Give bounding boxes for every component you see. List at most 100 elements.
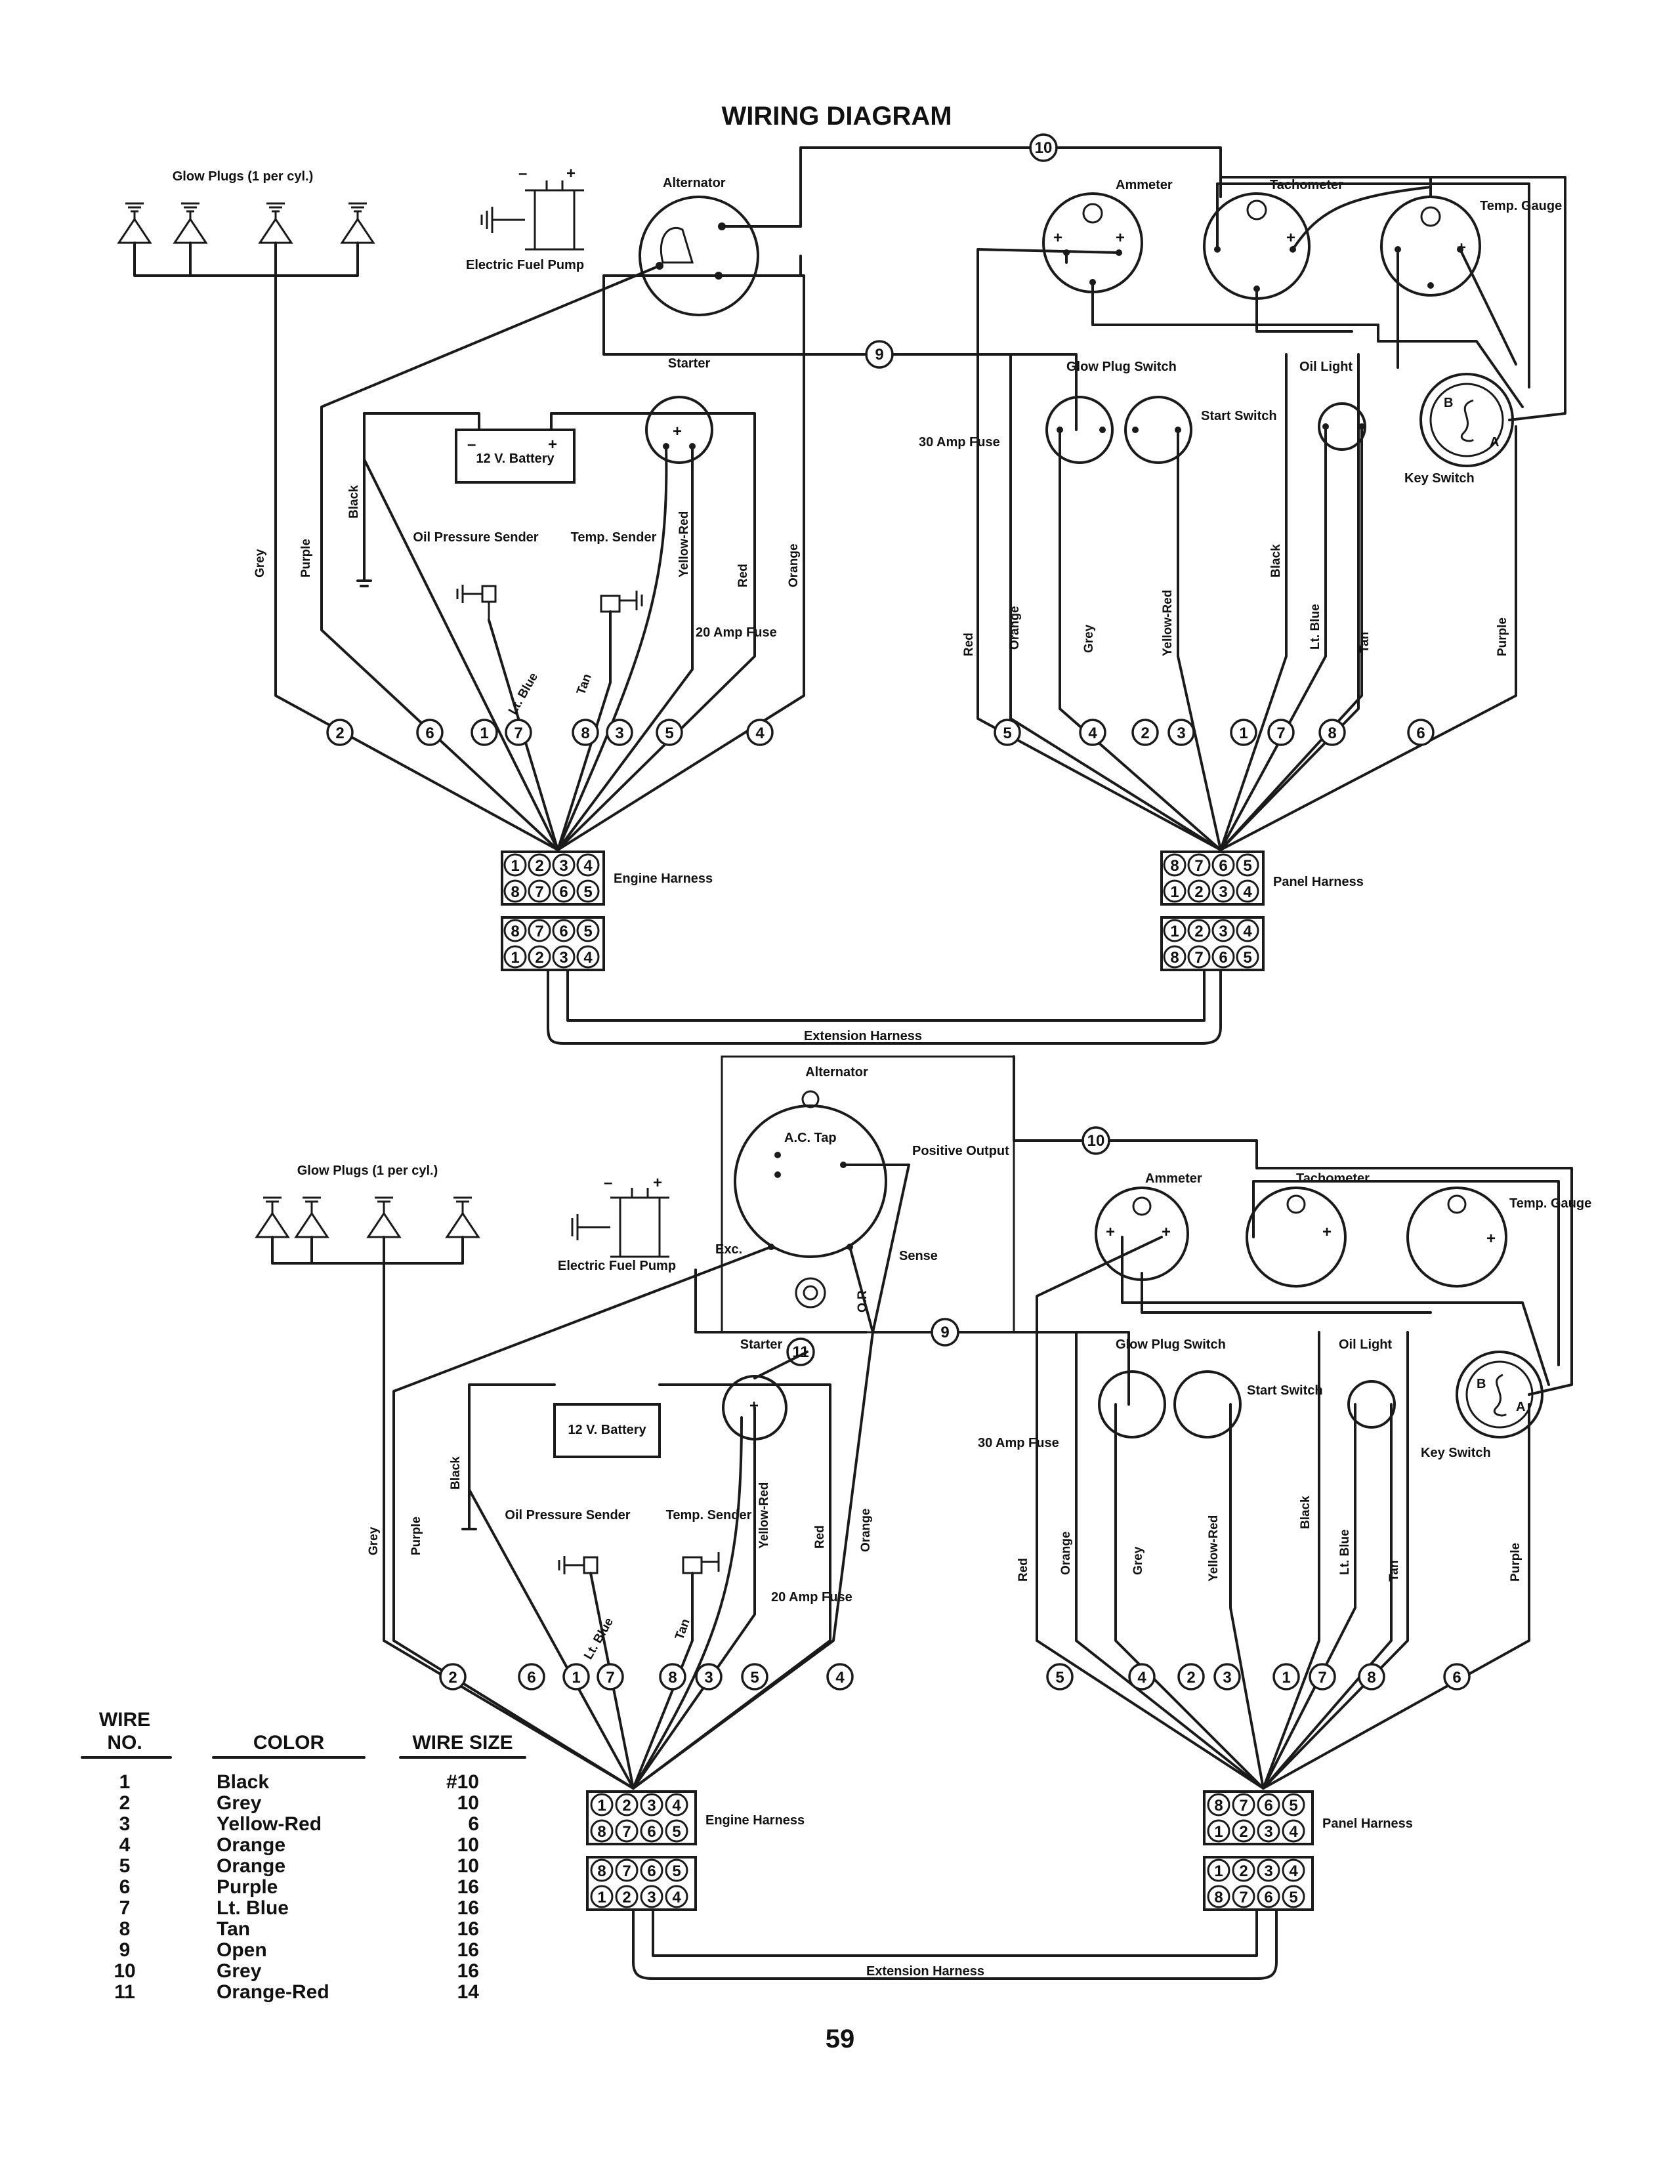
svg-text:3: 3: [1264, 1862, 1272, 1880]
svg-text:2: 2: [1186, 1669, 1195, 1687]
svg-text:6: 6: [527, 1669, 536, 1687]
start-switch-icon: [1124, 396, 1192, 464]
svg-text:Purple: Purple: [1496, 618, 1509, 656]
svg-text:5: 5: [750, 1669, 759, 1687]
engine-harness-connector: 1 2 3 4 8 7 6 5 Engine Harness: [501, 850, 713, 906]
svg-text:2: 2: [1194, 923, 1203, 940]
svg-text:1: 1: [572, 1669, 580, 1687]
svg-text:+: +: [749, 1397, 759, 1415]
svg-text:+: +: [1322, 1223, 1332, 1241]
temp-gauge-label-bottom: Temp. Gauge: [1509, 1196, 1591, 1211]
svg-text:5: 5: [672, 1862, 681, 1880]
svg-text:B: B: [1477, 1377, 1486, 1391]
svg-text:Black: Black: [347, 485, 361, 518]
oil-light-label-bottom: Oil Light: [1339, 1337, 1392, 1352]
svg-text:6: 6: [1264, 1797, 1272, 1815]
svg-text:5: 5: [1289, 1889, 1297, 1906]
svg-text:6: 6: [647, 1862, 656, 1880]
panel-wire-labels-bottom: Red Orange Grey Yellow-Red Black Lt. Blu…: [1017, 1496, 1522, 1582]
legend-wire-size: #10: [446, 1771, 479, 1793]
svg-text:+: +: [1053, 229, 1062, 247]
panel-harness-connector: 8 7 6 5 1 2 3 4 Panel Harness: [1160, 850, 1364, 906]
svg-text:1: 1: [480, 724, 488, 742]
key-switch-label: Key Switch: [1404, 471, 1475, 486]
svg-text:6: 6: [559, 923, 568, 940]
extension-harness-label-bottom: Extension Harness: [866, 1964, 984, 1979]
svg-text:2: 2: [335, 724, 344, 742]
legend-wire-color: Yellow-Red: [217, 1813, 322, 1835]
alternator-icon: [639, 196, 759, 316]
legend-wire-size: 14: [457, 1981, 480, 2003]
svg-text:Red: Red: [1017, 1558, 1030, 1582]
svg-text:2: 2: [622, 1797, 631, 1815]
legend-wire-no: 8: [119, 1918, 131, 1940]
glow-plug-icon: [340, 202, 375, 244]
svg-text:5: 5: [1243, 949, 1251, 967]
svg-text:+: +: [673, 423, 682, 440]
legend-wire-color: Orange-Red: [217, 1981, 329, 2003]
page-number: 59: [826, 2025, 855, 2053]
svg-text:8: 8: [1328, 724, 1336, 742]
svg-text:4: 4: [672, 1797, 681, 1815]
starter-label-bottom: Starter: [740, 1337, 783, 1352]
svg-text:6: 6: [1219, 857, 1227, 875]
panel-harness-mate-bottom: 1 2 3 4 8 7 6 5: [1203, 1856, 1314, 1911]
engine-wire-labels: Grey Purple Black Lt. Blue Tan Yellow-Re…: [253, 485, 801, 717]
svg-text:+: +: [1116, 229, 1125, 247]
svg-text:1: 1: [597, 1889, 606, 1906]
glow-switch-label-bottom: Glow Plug Switch: [1116, 1337, 1226, 1352]
svg-text:2: 2: [1194, 883, 1203, 901]
engine-node-row: 2 6 1 7 8 3 5 4: [326, 719, 774, 746]
svg-text:8: 8: [597, 1862, 606, 1880]
svg-text:7: 7: [1239, 1797, 1248, 1815]
page-title: WIRING DIAGRAM: [721, 102, 952, 131]
key-switch-label-bottom: Key Switch: [1421, 1446, 1491, 1460]
svg-text:3: 3: [1219, 883, 1227, 901]
oil-sender-label: Oil Pressure Sender: [413, 530, 538, 545]
svg-text:8: 8: [1170, 949, 1179, 967]
fuel-pump-label: Electric Fuel Pump: [466, 258, 584, 272]
legend-wire-size: 6: [468, 1813, 479, 1835]
panel-harness-mate: 1 2 3 4 8 7 6 5: [1160, 916, 1265, 971]
engine-harness-mate: 8 7 6 5 1 2 3 4: [501, 916, 605, 971]
svg-text:4: 4: [1088, 724, 1097, 742]
svg-text:Black: Black: [1299, 1496, 1312, 1529]
svg-text:5: 5: [1003, 724, 1011, 742]
legend-wire-size: 16: [457, 1918, 479, 1940]
legend-wire-size: 16: [457, 1960, 479, 1982]
svg-text:4: 4: [583, 949, 593, 967]
svg-text:6: 6: [559, 883, 568, 901]
svg-text:Yellow-Red: Yellow-Red: [1161, 590, 1175, 656]
legend-header-color: COLOR: [253, 1732, 325, 1754]
svg-text:4: 4: [1289, 1862, 1298, 1880]
start-switch-icon: [1173, 1370, 1242, 1438]
fuse-30-label: 30 Amp Fuse: [919, 435, 1000, 450]
svg-text:Purple: Purple: [410, 1517, 423, 1555]
fuel-pump-icon: –+: [480, 165, 584, 251]
svg-text:2: 2: [1141, 724, 1149, 742]
temp-sender-label-bottom: Temp. Sender: [666, 1508, 752, 1522]
svg-text:8: 8: [511, 883, 519, 901]
legend-header-size: WIRE SIZE: [412, 1732, 513, 1754]
temp-gauge-icon: [1406, 1186, 1507, 1288]
svg-text:A: A: [1490, 435, 1499, 450]
svg-text:–: –: [467, 436, 476, 453]
svg-text:7: 7: [1276, 724, 1285, 742]
svg-text:8: 8: [511, 923, 519, 940]
oil-sender-icon: [456, 585, 497, 620]
legend-wire-size: 16: [457, 1939, 479, 1961]
svg-text:+: +: [1162, 1223, 1171, 1241]
svg-text:7: 7: [622, 1823, 631, 1841]
svg-text:Orange: Orange: [1008, 606, 1022, 650]
glow-switch-icon: [1045, 396, 1114, 464]
battery-label: 12 V. Battery: [476, 452, 555, 466]
legend-header-wire-no-2: NO.: [107, 1732, 142, 1754]
legend-header-wire-no: WIRE: [99, 1709, 150, 1731]
svg-text:Yellow-Red: Yellow-Red: [1207, 1515, 1221, 1582]
svg-text:4: 4: [1243, 923, 1252, 940]
svg-text:5: 5: [672, 1823, 681, 1841]
legend-wire-size: 10: [457, 1834, 479, 1856]
svg-text:Engine Harness: Engine Harness: [705, 1813, 805, 1828]
svg-text:A: A: [1516, 1400, 1525, 1414]
